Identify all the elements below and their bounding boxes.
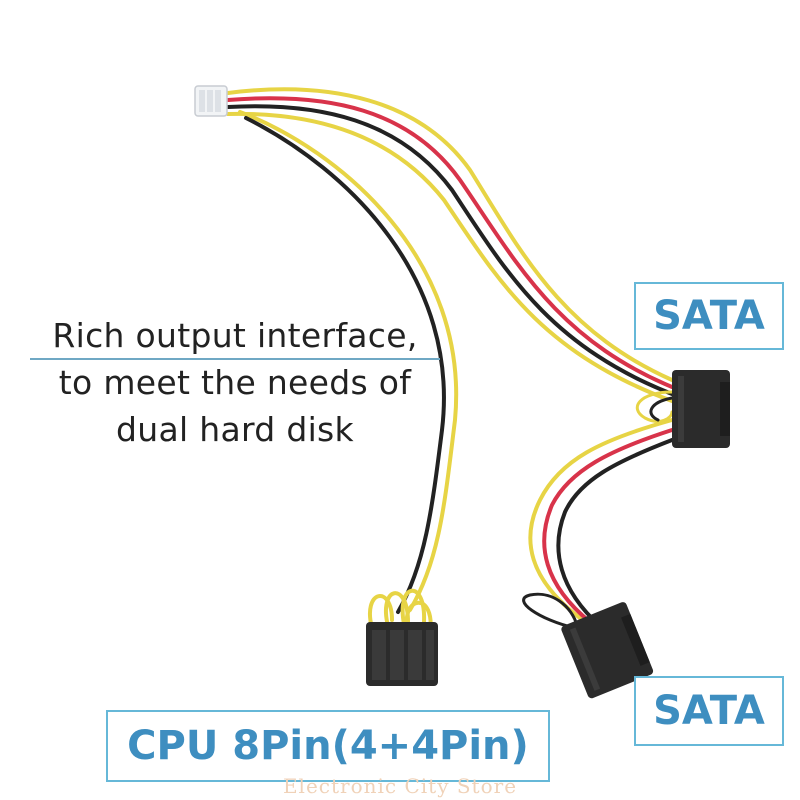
header-connector <box>194 85 228 117</box>
sata-label-bottom: SATA <box>634 676 784 746</box>
sata-label-top: SATA <box>634 282 784 350</box>
description-line-2: to meet the needs of <box>58 363 412 402</box>
cpu-8pin-connector <box>366 622 438 686</box>
store-watermark: Electronic City Store <box>282 774 518 798</box>
sata-connector-top <box>672 370 730 448</box>
description-line-3: dual hard disk <box>116 410 354 449</box>
description-line-1: Rich output interface, <box>52 316 418 355</box>
wire-bundle <box>226 87 674 636</box>
description-underline <box>30 358 440 360</box>
description-text: Rich output interface, to meet the needs… <box>20 312 450 453</box>
cpu-8pin-label: CPU 8Pin(4+4Pin) <box>106 710 550 782</box>
sata-connector-bottom <box>561 602 654 699</box>
